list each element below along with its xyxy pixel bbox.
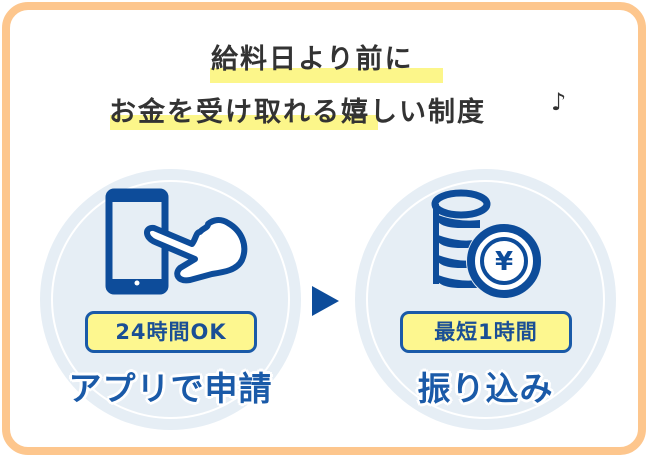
music-note-icon: ♪: [551, 88, 567, 116]
step-2-badge: 最短1時間: [400, 311, 572, 353]
step-1-circle: [40, 169, 301, 430]
headline-highlight-1: [210, 68, 443, 83]
step-2-caption: 振り込み: [417, 369, 554, 408]
headline-line-1: 給料日より前に: [211, 44, 414, 75]
step-1-badge: 24時間OK: [85, 311, 257, 353]
next-arrow-icon: [312, 286, 339, 316]
headline-line-2: お金を受け取れる嬉しい制度: [109, 97, 486, 128]
smartphone-tap-icon: [105, 188, 248, 295]
step-1-caption: アプリで申請: [68, 369, 273, 408]
step-2-circle: [355, 169, 616, 430]
svg-text:¥: ¥: [495, 247, 513, 277]
headline-highlight-2: [110, 115, 378, 130]
yen-coins-icon: ¥: [431, 189, 542, 299]
